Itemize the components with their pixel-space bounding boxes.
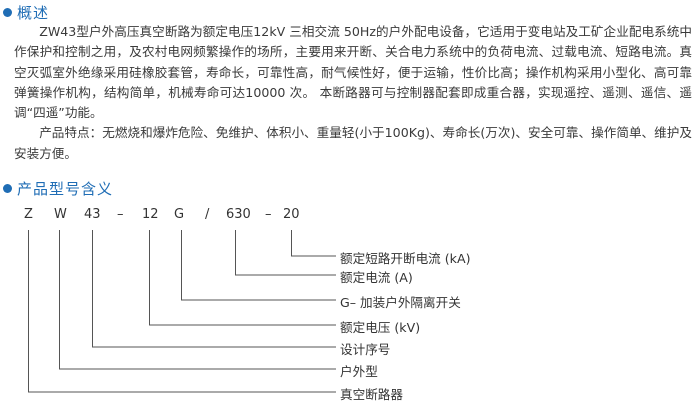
model-title: 产品型号含义 bbox=[17, 180, 114, 198]
code-w: W bbox=[54, 207, 67, 222]
overview-heading: 概述 bbox=[3, 2, 49, 23]
code-dash: – bbox=[117, 207, 124, 222]
leader-line-43 bbox=[92, 230, 336, 348]
code-43: 43 bbox=[84, 207, 101, 222]
code-12: 12 bbox=[142, 207, 159, 222]
leader-line-12 bbox=[149, 230, 336, 326]
model-heading: 产品型号含义 bbox=[3, 178, 113, 199]
meaning-rated-voltage: 额定电压 (kV) bbox=[340, 320, 421, 335]
overview-title: 概述 bbox=[17, 4, 50, 22]
leader-line-20 bbox=[291, 230, 336, 257]
leader-line-w bbox=[59, 230, 336, 370]
meaning-breaking-current: 额定短路开断电流 (kA) bbox=[340, 251, 471, 266]
code-slash: / bbox=[205, 207, 210, 222]
leader-line-630 bbox=[235, 230, 336, 276]
features-paragraph: 产品特点：无燃烧和爆炸危险、免维护、体积小、重量轻(小于100Kg)、寿命长(万… bbox=[14, 125, 692, 161]
leader-line-g bbox=[181, 230, 336, 301]
leader-line-z bbox=[28, 230, 336, 393]
code-z: Z bbox=[24, 207, 33, 222]
code-g: G bbox=[174, 207, 185, 222]
code-dash: – bbox=[265, 207, 272, 222]
overview-paragraph: ZW43型户外高压真空断路为额定电压12kV 三相交流 50Hz的户外配电设备，… bbox=[14, 24, 692, 121]
meaning-outdoor-type: 户外型 bbox=[340, 364, 378, 379]
meaning-isolating-switch: G– 加装户外隔离开关 bbox=[340, 295, 461, 310]
meaning-vacuum-breaker: 真空断路器 bbox=[340, 387, 403, 402]
code-20: 20 bbox=[283, 207, 300, 222]
code-630: 630 bbox=[226, 207, 251, 222]
overview-body: ZW43型户外高压真空断路为额定电压12kV 三相交流 50Hz的户外配电设备，… bbox=[14, 22, 692, 164]
meaning-rated-current: 额定电流 (A) bbox=[340, 270, 413, 285]
meaning-design-serial: 设计序号 bbox=[340, 342, 391, 357]
bullet-icon bbox=[3, 8, 12, 17]
bullet-icon bbox=[3, 184, 12, 193]
model-code: Z W 43 – 12 G / 630 – 20 bbox=[0, 207, 700, 227]
